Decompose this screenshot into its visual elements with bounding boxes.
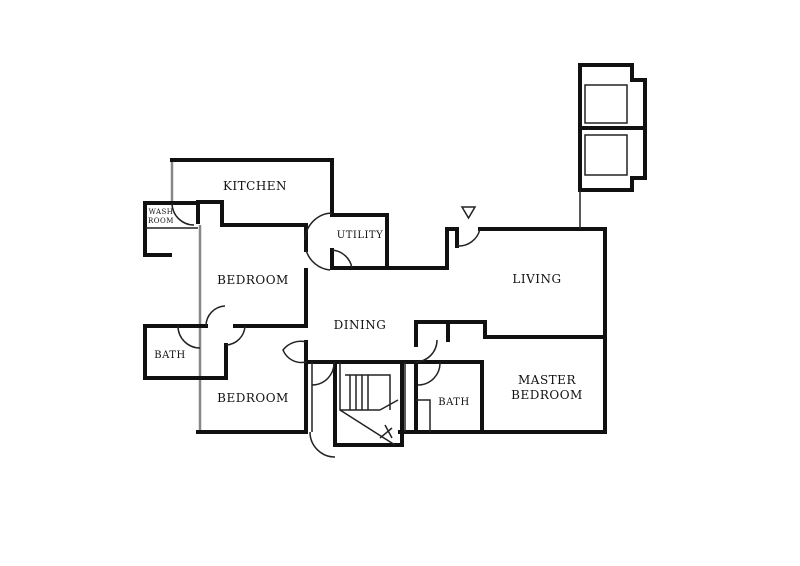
room-label-wash-room-2: ROOM	[148, 217, 174, 225]
room-label-bedroom-2: BEDROOM	[217, 391, 289, 405]
entry-triangle-icon	[460, 206, 477, 220]
room-label-bedroom-1: BEDROOM	[217, 273, 289, 287]
room-label-kitchen: KITCHEN	[223, 179, 287, 193]
room-label-dining: DINING	[334, 318, 387, 332]
room-label-wash-room-1: WASH	[149, 208, 174, 216]
walls	[143, 63, 647, 447]
room-label-bath-right: BATH	[438, 397, 469, 408]
room-label-utility: UTILITY	[337, 230, 383, 241]
room-label-master-1: MASTER	[518, 373, 576, 387]
room-label-master-2: BEDROOM	[511, 388, 583, 402]
room-label-bath-left: BATH	[154, 350, 185, 361]
door-swings	[171, 202, 481, 458]
room-label-living: LIVING	[512, 272, 561, 286]
